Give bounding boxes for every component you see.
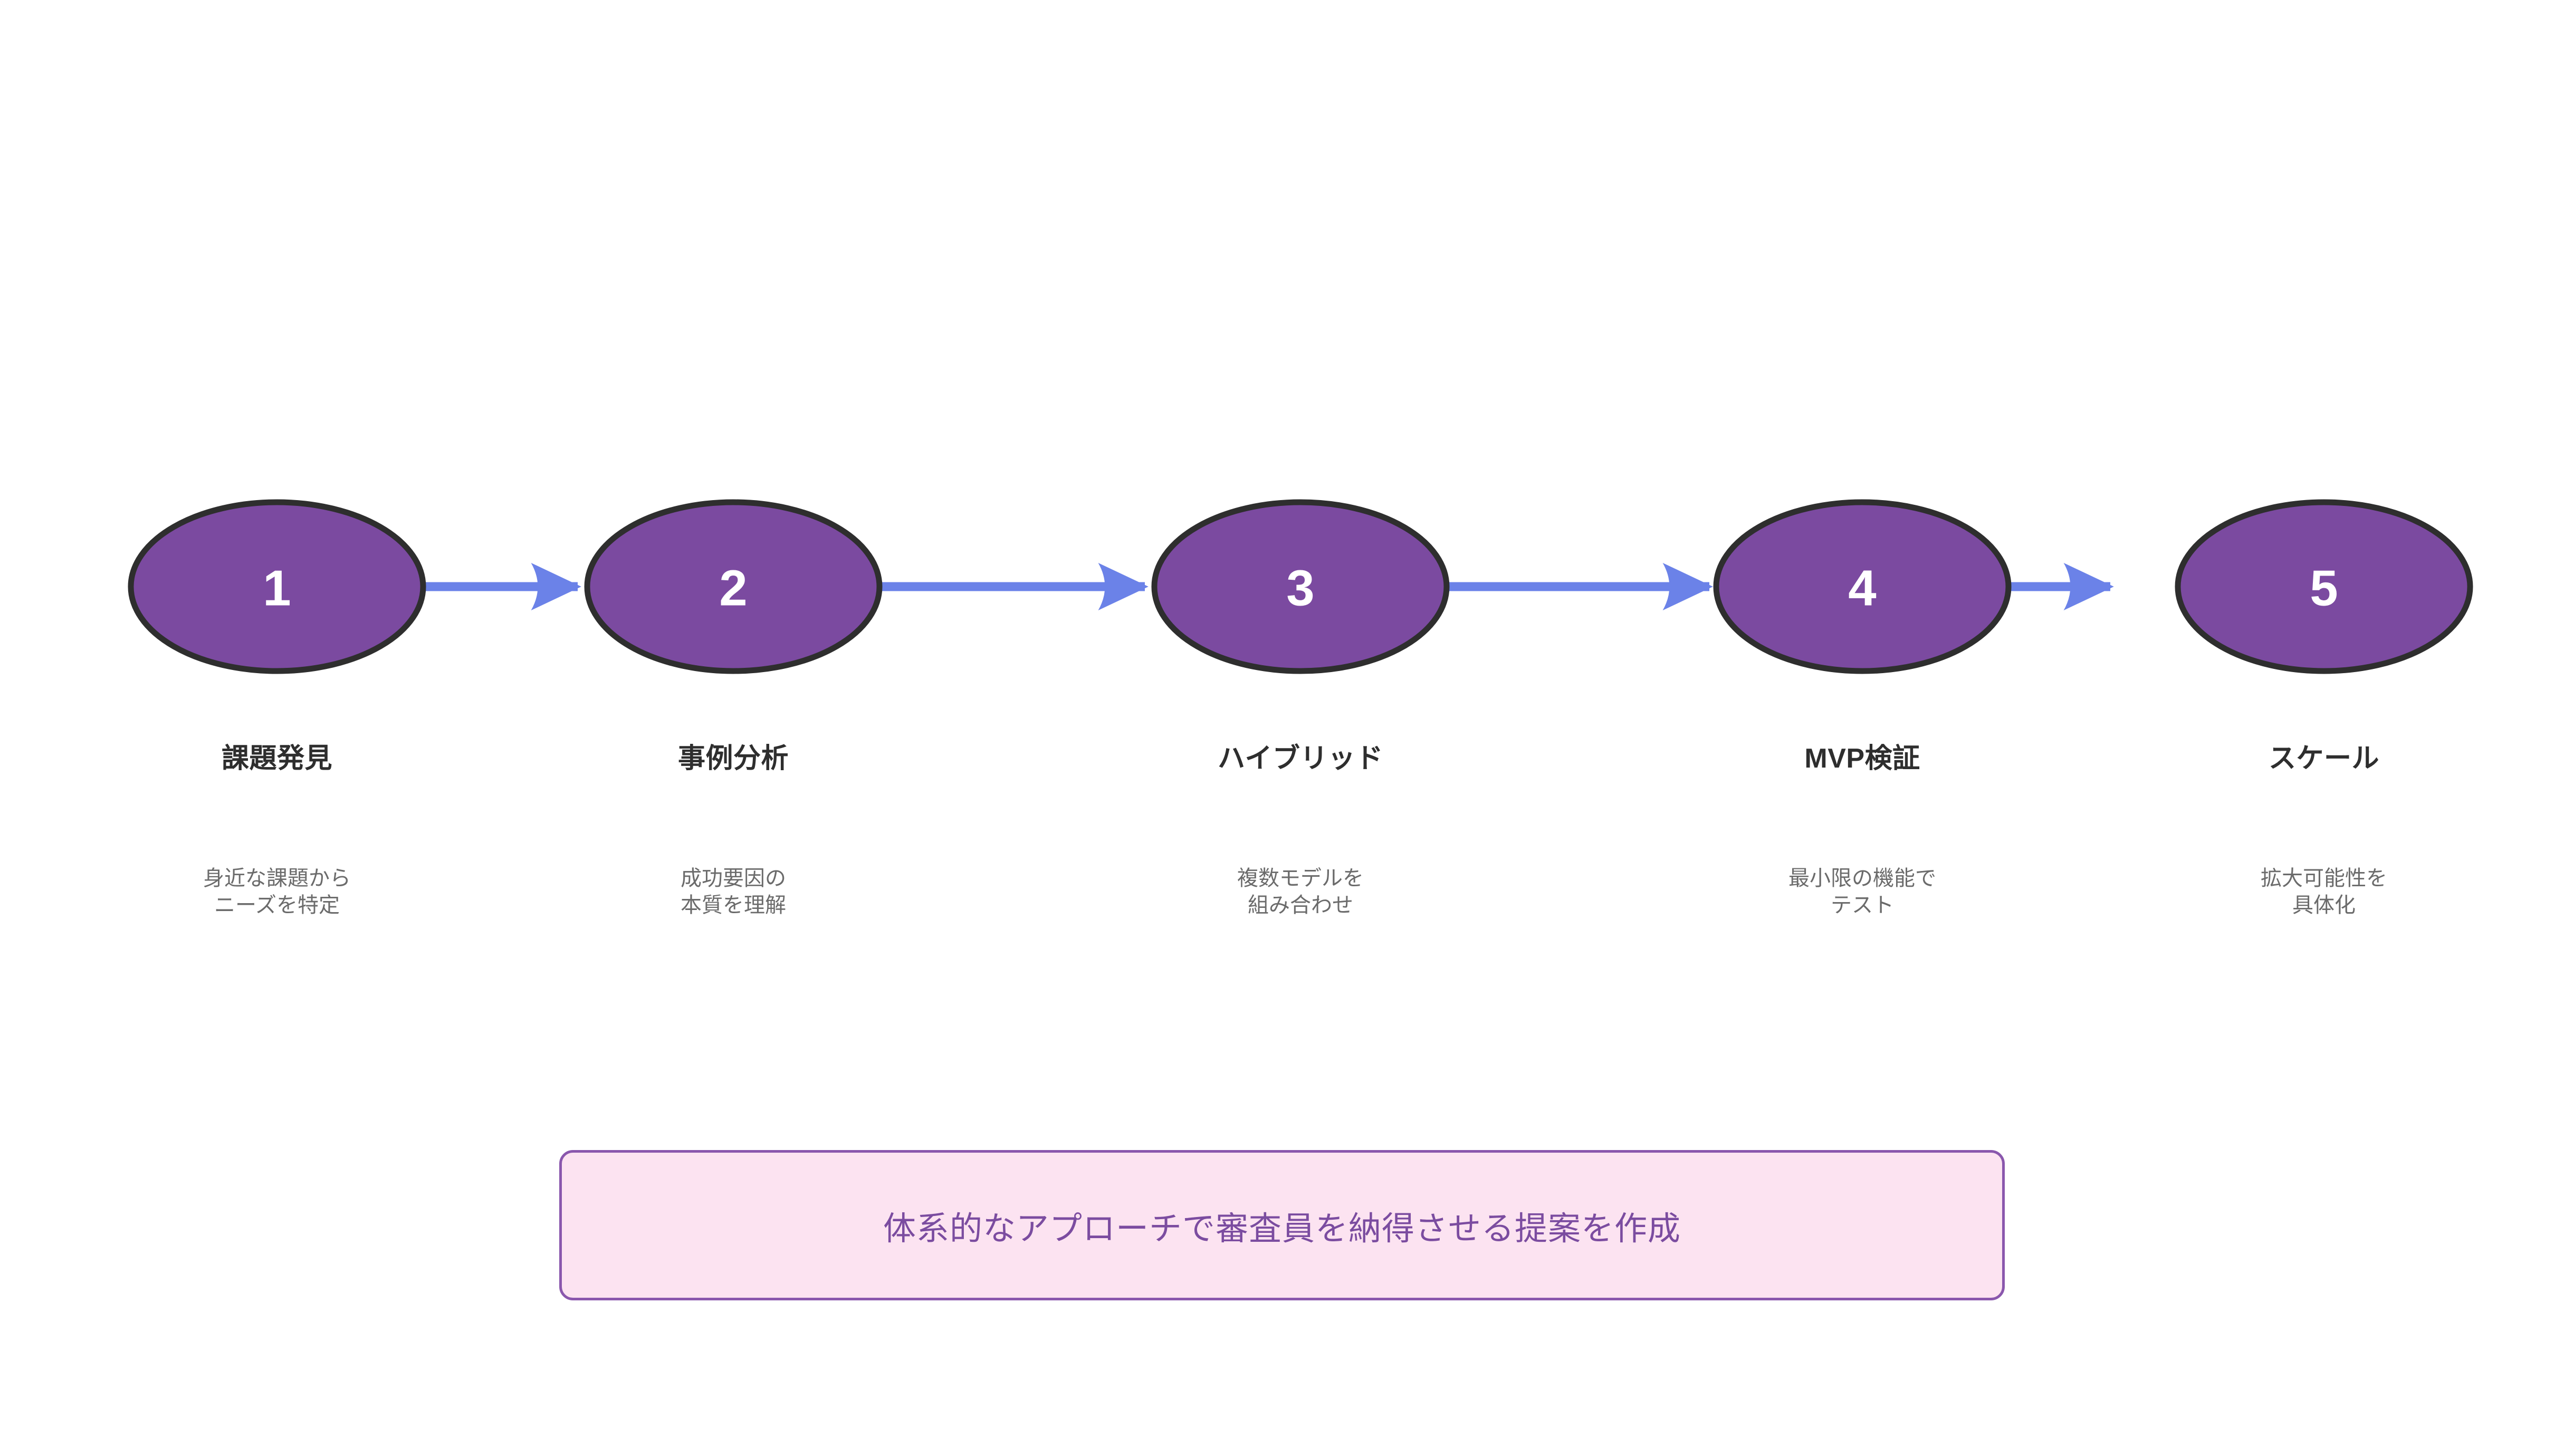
node-number-label: 1: [263, 560, 291, 617]
node-3[interactable]: 3: [1151, 499, 1450, 674]
node-desc-1: 身近な課題から ニーズを特定: [203, 865, 351, 919]
node-title-3: ハイブリッド: [1218, 743, 1383, 774]
node-desc-5: 拡大可能性を 具体化: [2261, 865, 2387, 919]
node-desc-line: 本質を理解: [681, 894, 786, 917]
node-desc-line: 具体化: [2292, 894, 2356, 917]
node-title-4: MVP検証: [1804, 743, 1920, 774]
node-ellipse[interactable]: [1151, 499, 1450, 674]
node-desc-line: 組み合わせ: [1248, 894, 1353, 917]
node-desc-line: 拡大可能性を: [2261, 867, 2387, 890]
node-number-label: 2: [719, 560, 747, 617]
node-number-label: 5: [2310, 560, 2338, 617]
node-5[interactable]: 5: [2175, 499, 2473, 674]
node-number-label: 4: [1848, 560, 1876, 617]
node-desc-3: 複数モデルを 組み合わせ: [1237, 865, 1364, 919]
node-desc-line: 成功要因の: [681, 867, 786, 890]
node-ellipse[interactable]: [584, 499, 883, 674]
node-4[interactable]: 4: [1713, 499, 2012, 674]
node-2[interactable]: 2: [584, 499, 883, 674]
node-ellipse[interactable]: [1713, 499, 2012, 674]
node-ellipse[interactable]: [128, 499, 426, 674]
summary-banner: 体系的なアプローチで審査員を納得させる提案を作成: [559, 1150, 2005, 1300]
node-title-1: 課題発見: [221, 743, 333, 774]
node-desc-2: 成功要因の 本質を理解: [681, 865, 786, 919]
node-desc-line: テスト: [1831, 894, 1894, 917]
node-ellipse[interactable]: [2175, 499, 2473, 674]
node-number-label: 3: [1286, 560, 1314, 617]
node-desc-line: 複数モデルを: [1237, 867, 1364, 890]
node-desc-line: 身近な課題から: [203, 867, 351, 890]
node-1[interactable]: 1: [128, 499, 426, 674]
node-title-2: 事例分析: [677, 743, 789, 774]
summary-banner-text: 体系的なアプローチで審査員を納得させる提案を作成: [883, 1210, 1681, 1247]
node-desc-4: 最小限の機能で テスト: [1788, 865, 1936, 919]
node-desc-line: ニーズを特定: [214, 894, 340, 917]
node-ellipse-group: 1 2 3 4 5: [128, 499, 2473, 674]
node-desc-line: 最小限の機能で: [1788, 867, 1936, 890]
node-title-5: スケール: [2268, 743, 2380, 774]
